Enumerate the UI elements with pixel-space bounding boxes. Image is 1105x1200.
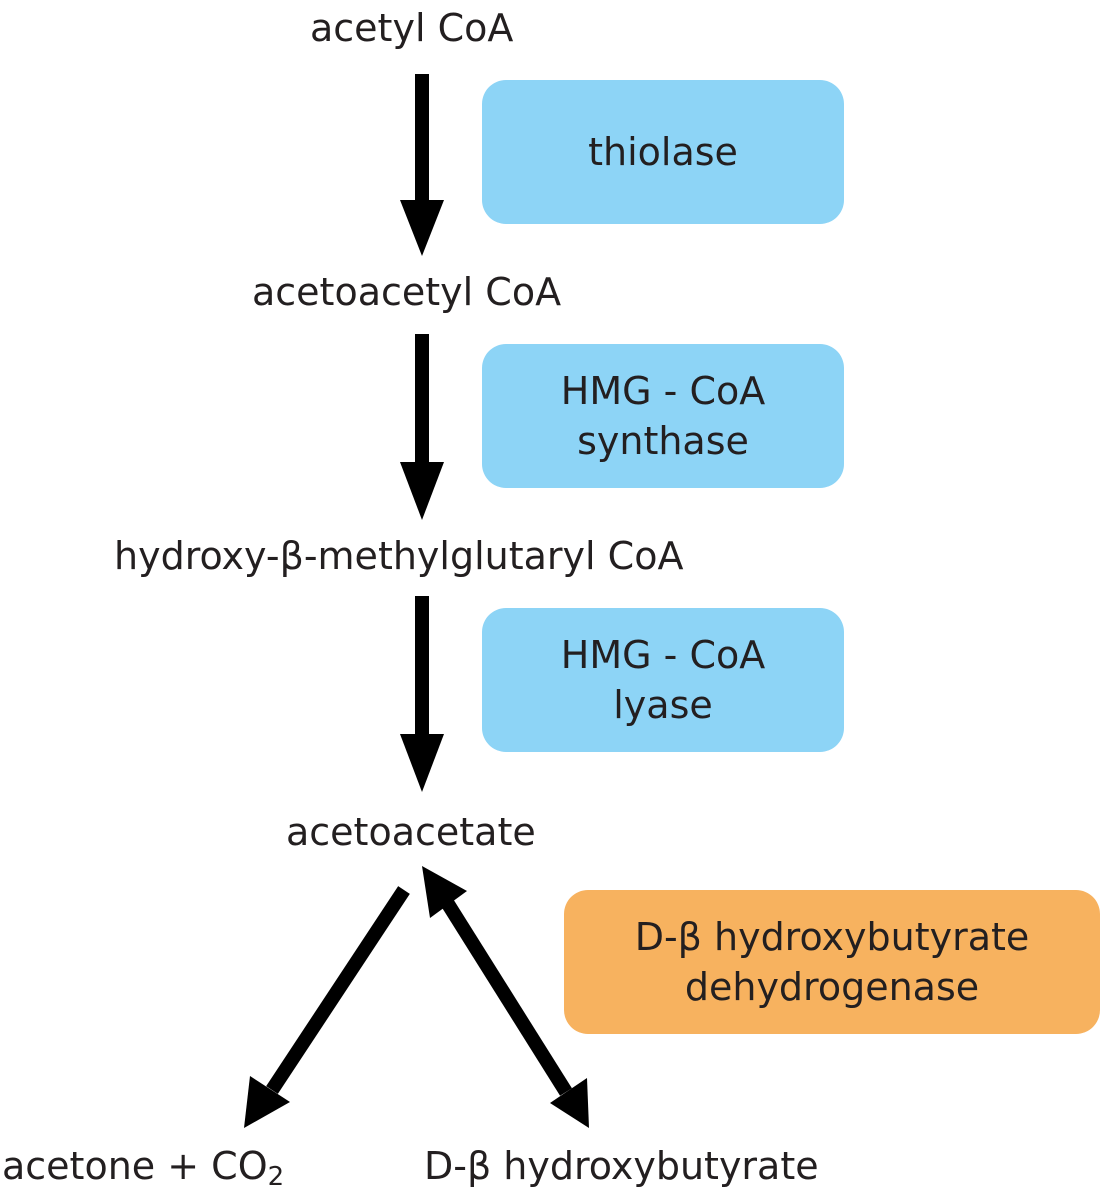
enzyme-dehydrogenase-line1: D-β hydroxybutyrate xyxy=(634,915,1030,959)
enzyme-thiolase-label: thiolase xyxy=(588,130,738,174)
arrow-reversible-hydroxybutyrate xyxy=(422,866,589,1128)
enzyme-hmg-coa-synthase: HMG - CoA synthase xyxy=(482,344,844,488)
metabolite-hydroxybutyrate: D-β hydroxybutyrate xyxy=(424,1144,819,1188)
arrow-to-acetone xyxy=(244,886,410,1128)
arrow-hmg-synthase xyxy=(400,334,444,520)
metabolite-acetoacetate: acetoacetate xyxy=(286,810,536,854)
metabolite-acetoacetyl-coa: acetoacetyl CoA xyxy=(252,270,562,314)
arrow-hmg-lyase xyxy=(400,596,444,792)
enzyme-hmg-synthase-line2: synthase xyxy=(577,419,749,463)
acetone-label: acetone + CO xyxy=(2,1144,268,1188)
metabolite-hmg-coa: hydroxy-β-methylglutaryl CoA xyxy=(114,534,684,578)
enzyme-hmg-synthase-line1: HMG - CoA xyxy=(560,369,766,413)
metabolite-acetyl-coa: acetyl CoA xyxy=(310,6,514,50)
enzyme-hmg-lyase-line2: lyase xyxy=(613,683,713,727)
arrow-thiolase xyxy=(400,74,444,256)
co2-subscript: 2 xyxy=(267,1162,285,1192)
enzyme-thiolase: thiolase xyxy=(482,80,844,224)
enzyme-hydroxybutyrate-dehydrogenase: D-β hydroxybutyrate dehydrogenase xyxy=(564,890,1100,1034)
enzyme-hmg-lyase-line1: HMG - CoA xyxy=(560,633,766,677)
enzyme-hmg-coa-lyase: HMG - CoA lyase xyxy=(482,608,844,752)
metabolite-acetone-co2: acetone + CO2 xyxy=(2,1144,284,1199)
enzyme-dehydrogenase-line2: dehydrogenase xyxy=(684,965,980,1009)
